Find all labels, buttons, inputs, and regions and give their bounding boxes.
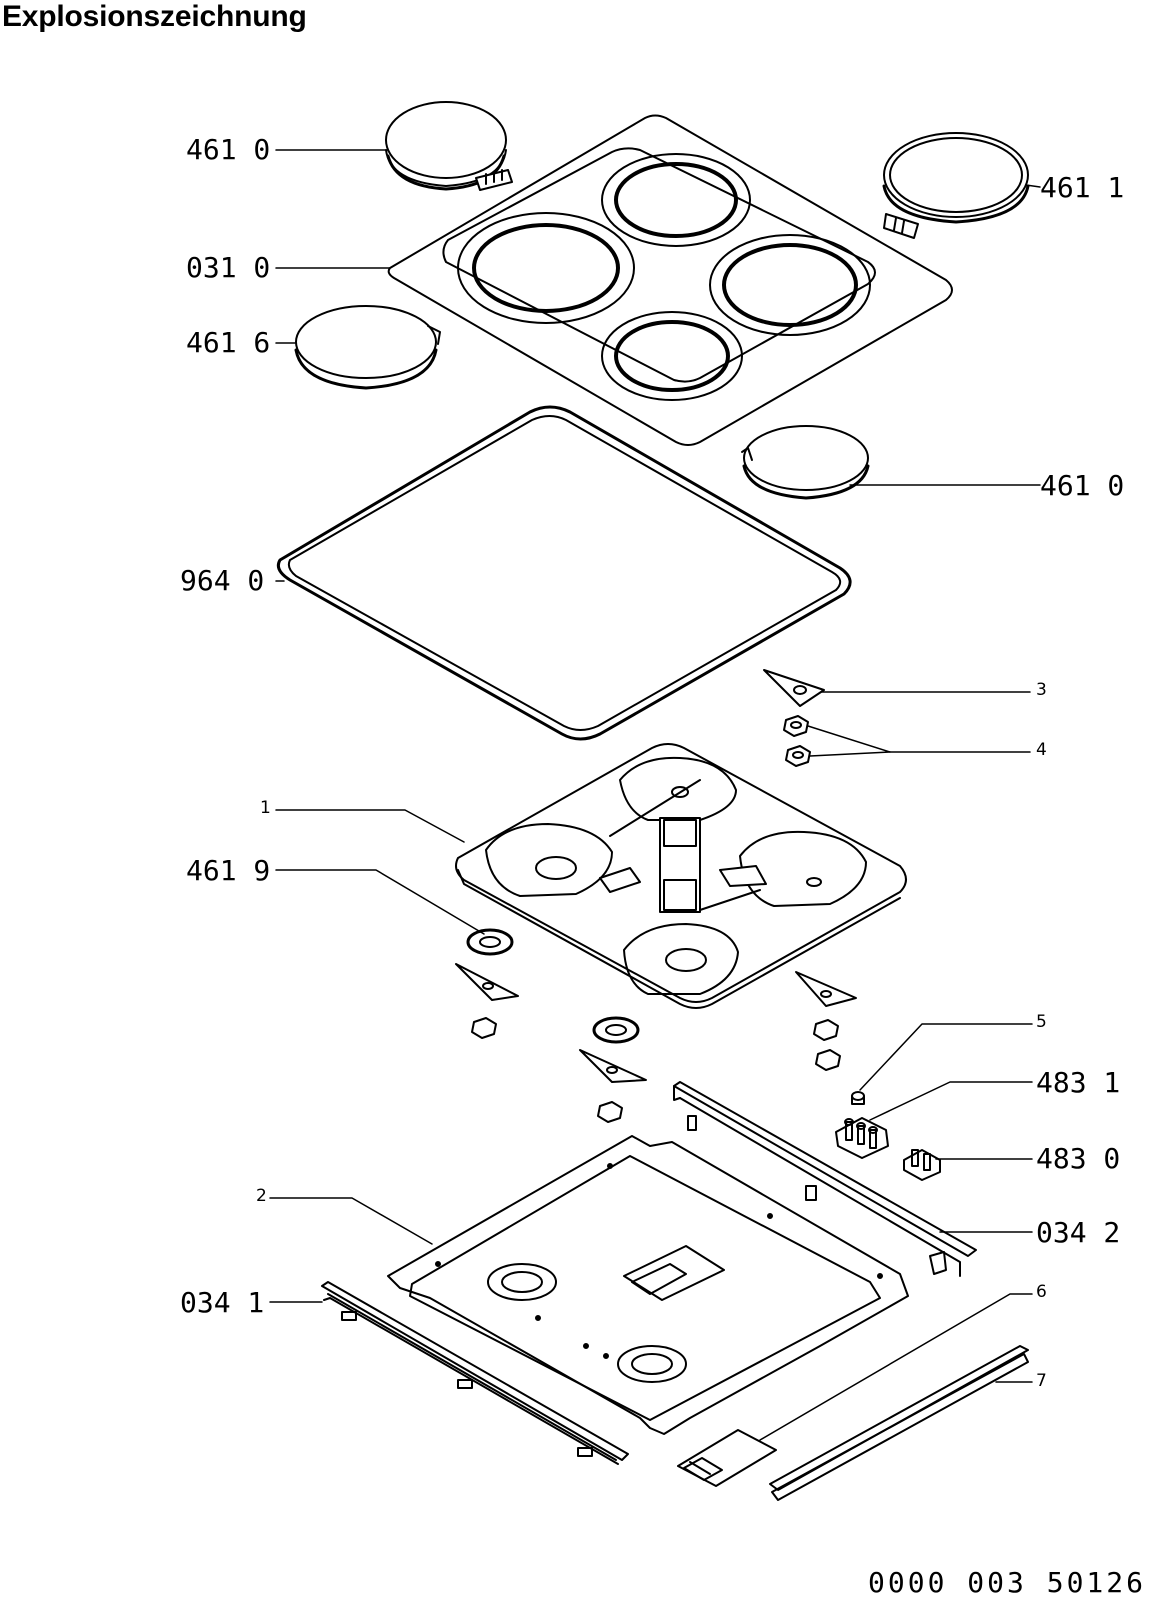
label-item-7: 7 xyxy=(1036,1371,1047,1391)
label-clip: 461 9 xyxy=(186,854,271,887)
page-title: Explosionszeichnung xyxy=(2,0,307,33)
label-terminal-block-a: 483 1 xyxy=(1036,1066,1121,1099)
label-rail-right: 034 2 xyxy=(1036,1216,1121,1249)
leader-line xyxy=(275,869,485,935)
label-item-6: 6 xyxy=(1036,1282,1047,1302)
screw xyxy=(851,1091,865,1105)
label-item-3: 3 xyxy=(1036,680,1047,700)
base-plate xyxy=(387,1135,909,1435)
label-rail-left: 034 1 xyxy=(180,1286,265,1319)
hot-plate-top-left xyxy=(385,101,513,191)
label-item-2: 2 xyxy=(256,1186,267,1206)
trim-strip xyxy=(769,1345,1029,1501)
nuts-lower xyxy=(471,1017,841,1123)
label-item-5: 5 xyxy=(1036,1012,1047,1032)
leader-line xyxy=(1025,184,1041,188)
bracket-triangle xyxy=(763,669,825,707)
spring-clips xyxy=(466,928,640,1044)
cover-bracket xyxy=(677,1429,777,1487)
nuts xyxy=(783,715,811,767)
leader-line xyxy=(275,809,465,843)
leader-line xyxy=(809,751,891,757)
leader-line xyxy=(269,1197,433,1245)
leader-line xyxy=(869,1081,1033,1121)
hot-plate-top-right xyxy=(882,132,1030,239)
label-gasket: 964 0 xyxy=(180,564,265,597)
rail-right xyxy=(673,1081,977,1277)
terminal-block-small xyxy=(903,1149,941,1181)
label-terminal-block-b: 483 0 xyxy=(1036,1142,1121,1175)
hot-plate-left xyxy=(294,305,441,390)
plate-support xyxy=(455,743,907,1009)
label-plate-top-left: 461 0 xyxy=(186,133,271,166)
label-item-1: 1 xyxy=(260,798,271,818)
label-item-4: 4 xyxy=(1036,740,1047,760)
leader-line xyxy=(807,725,1031,753)
document-number: 0000 003 50126 xyxy=(868,1566,1147,1599)
label-plate-top-right: 461 1 xyxy=(1040,171,1125,204)
leader-line xyxy=(859,1023,1033,1091)
hot-plate-right-lower xyxy=(741,425,870,500)
rail-left xyxy=(321,1281,629,1465)
label-cooktop-frame: 031 0 xyxy=(186,251,271,284)
label-plate-right-lower: 461 0 xyxy=(1040,469,1125,502)
label-plate-left: 461 6 xyxy=(186,326,271,359)
leader-line xyxy=(759,1293,1033,1441)
brackets-triangle-lower xyxy=(455,963,857,1083)
terminal-block-large xyxy=(835,1117,889,1159)
gasket xyxy=(276,405,852,741)
cooktop-frame xyxy=(387,114,953,446)
